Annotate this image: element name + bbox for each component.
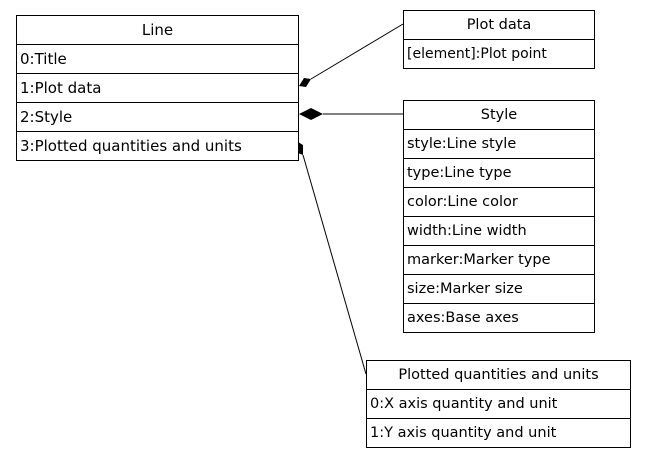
composition-diamond-icon bbox=[299, 78, 311, 87]
class-field: 3:Plotted quantities and units bbox=[20, 137, 242, 155]
class-field: [element]:Plot point bbox=[407, 46, 547, 62]
class-field: axes:Base axes bbox=[407, 310, 519, 326]
class-field: style:Line style bbox=[404, 130, 594, 159]
class-field: 0:X axis quantity and unit bbox=[367, 390, 630, 419]
class-field: 2:Style bbox=[17, 103, 298, 132]
composition-diamond-icon bbox=[298, 142, 303, 155]
class-line: Line 0:Title 1:Plot data 2:Style 3:Plott… bbox=[16, 15, 299, 161]
class-field: marker:Marker type bbox=[404, 246, 594, 275]
class-title: Style bbox=[404, 101, 594, 130]
class-title: Line bbox=[17, 16, 298, 45]
class-field: 1:Y axis quantity and unit bbox=[370, 425, 557, 441]
class-style: Style style:Line style type:Line type co… bbox=[403, 100, 595, 333]
composition-diamond-icon bbox=[299, 108, 323, 120]
composition-line-to-style bbox=[299, 108, 403, 120]
class-field: width:Line width bbox=[404, 217, 594, 246]
composition-line-to-plot-data bbox=[299, 23, 404, 87]
class-field: size:Marker size bbox=[404, 275, 594, 304]
class-field: 0:Title bbox=[17, 45, 298, 74]
class-plot-data: Plot data [element]:Plot point bbox=[403, 10, 595, 69]
class-field: color:Line color bbox=[404, 188, 594, 217]
composition-line-to-plotted bbox=[298, 142, 367, 375]
class-title: Plot data bbox=[404, 11, 594, 40]
class-field: 1:Plot data bbox=[17, 74, 298, 103]
class-title: Plotted quantities and units bbox=[367, 361, 630, 390]
class-plotted-quantities: Plotted quantities and units 0:X axis qu… bbox=[366, 360, 631, 448]
class-field: type:Line type bbox=[404, 159, 594, 188]
